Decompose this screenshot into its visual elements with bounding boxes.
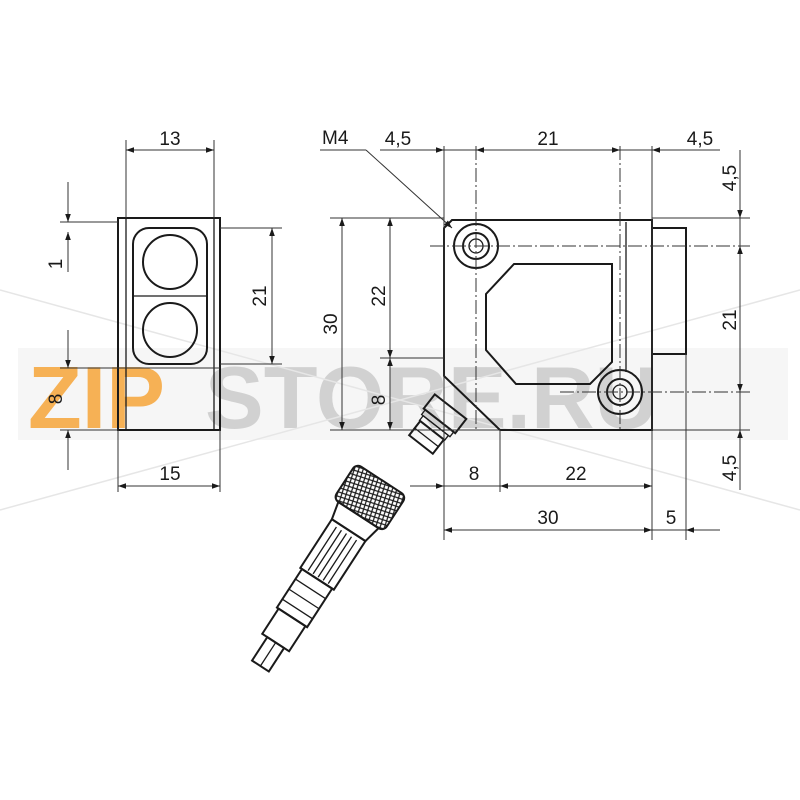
watermark: ZIP STORE.RU xyxy=(0,289,800,511)
dim-right-bottom: 4,5 xyxy=(720,455,741,481)
dim-front-13: 13 xyxy=(159,129,180,150)
dim-top-left: 4,5 xyxy=(385,129,411,150)
dim-bottom-30: 30 xyxy=(537,508,558,529)
dim-front-15: 15 xyxy=(159,464,180,485)
front-housing xyxy=(117,217,221,431)
lens-emitter xyxy=(142,234,198,290)
dim-top-mid: 21 xyxy=(537,129,558,150)
side-view: M4 4,5 21 4,5 4,5 21 4,5 30 22 8 8 22 xyxy=(320,128,750,540)
dim-top-right: 4,5 xyxy=(687,129,713,150)
lens-window xyxy=(485,263,613,385)
dim-bottom-5: 5 xyxy=(666,508,677,529)
rear-protrusion xyxy=(651,227,687,355)
front-view: 13 15 21 1 8 xyxy=(46,129,282,492)
dim-front-21: 21 xyxy=(250,285,271,306)
cable-connector xyxy=(250,464,406,673)
dim-right-mid: 21 xyxy=(720,309,741,330)
dim-front-8: 8 xyxy=(46,394,67,405)
dim-front-1: 1 xyxy=(46,259,67,270)
dim-right-top: 4,5 xyxy=(720,165,741,191)
dim-height-30: 30 xyxy=(321,313,342,334)
dim-bottom-8: 8 xyxy=(469,464,480,485)
label-m4: M4 xyxy=(322,128,349,149)
dim-bottom-22: 22 xyxy=(565,464,586,485)
dim-height-22: 22 xyxy=(369,285,390,306)
knurled-nut xyxy=(334,464,406,531)
dim-connector-8: 8 xyxy=(369,395,390,406)
lens-receiver xyxy=(142,302,198,358)
